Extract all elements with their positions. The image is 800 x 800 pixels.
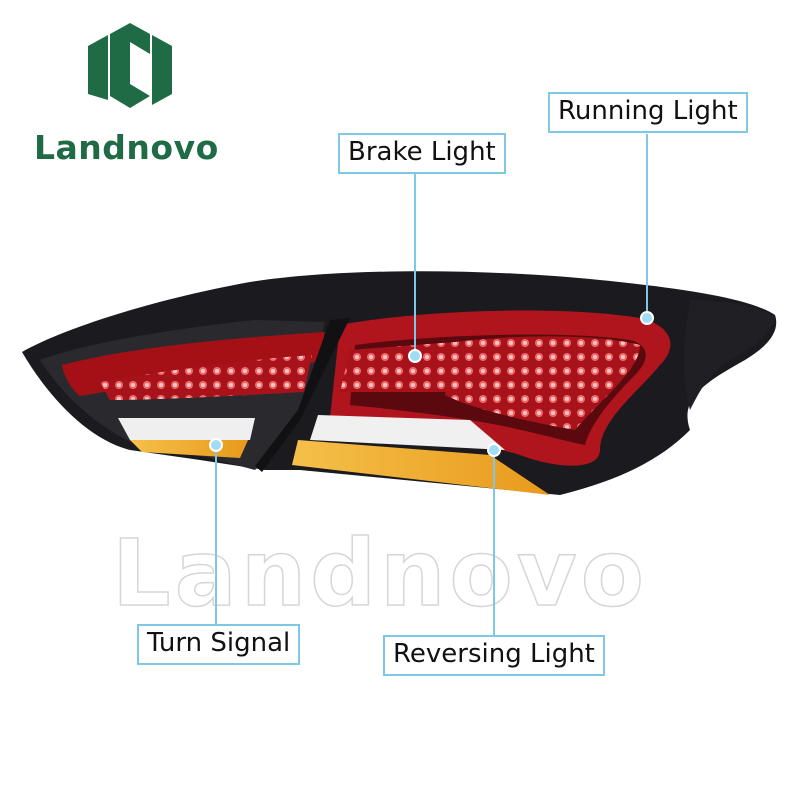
left-reverse-strip xyxy=(118,418,255,440)
brake-light-label: Brake Light xyxy=(338,133,506,174)
watermark-text: Landnovo xyxy=(111,519,648,628)
turn-signal-label: Turn Signal xyxy=(137,624,301,665)
left-led-row xyxy=(100,355,312,400)
brake-cluster xyxy=(445,336,640,430)
brake-led-block xyxy=(340,342,455,392)
brand-logo: Landnovo xyxy=(30,20,240,180)
right-amber-strip xyxy=(292,440,550,495)
brand-name: Landnovo xyxy=(34,128,219,167)
brake-marker xyxy=(408,349,422,363)
landnovo-logo-icon xyxy=(88,23,172,108)
running-marker xyxy=(640,311,654,325)
section-divider xyxy=(255,318,350,472)
reversing-light-label: Reversing Light xyxy=(383,635,605,676)
reversing-marker xyxy=(487,443,501,457)
right-reverse-strip xyxy=(310,415,505,450)
running-light-label: Running Light xyxy=(548,92,748,133)
housing-end xyxy=(684,300,775,410)
turn-marker xyxy=(209,438,223,452)
